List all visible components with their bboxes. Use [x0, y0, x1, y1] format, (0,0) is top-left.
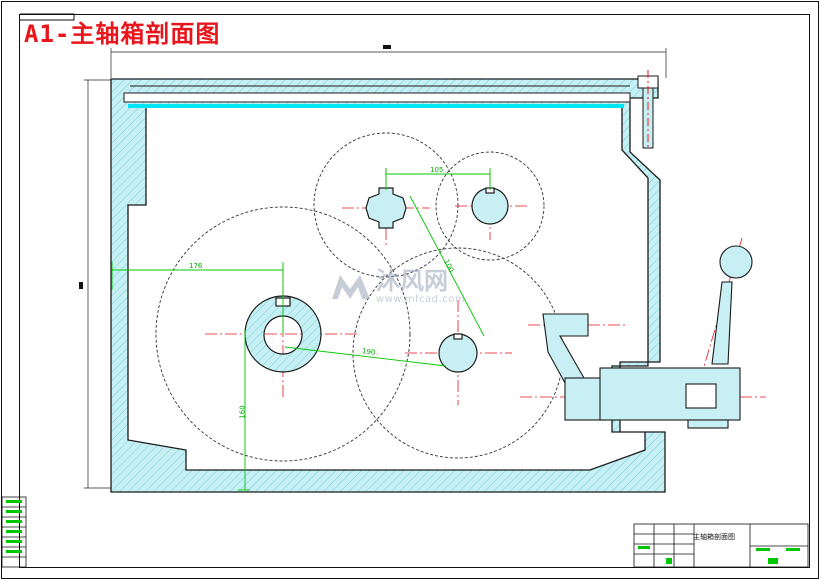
- gear-upper-middle: [313, 132, 459, 278]
- gearbox-housing: [110, 78, 666, 493]
- title-block-drawing-name: 主轴箱剖面图: [693, 533, 735, 541]
- shaft-sections: [244, 187, 509, 373]
- upper-right-shaft: [471, 187, 509, 225]
- revision-block: [1, 496, 27, 568]
- dimension-176: 176: [189, 262, 203, 270]
- cover-plate: [123, 92, 631, 103]
- dimension-160: 160: [238, 405, 247, 419]
- title-block-marks: [638, 546, 800, 564]
- large-shaft-hub: [244, 295, 322, 373]
- gear-circles: [155, 132, 564, 462]
- revision-block-marks: [6, 500, 22, 553]
- title-block: [633, 523, 809, 568]
- gear-upper-right: [435, 151, 545, 261]
- left-marker: [79, 282, 83, 289]
- dimension-105: 105: [430, 166, 444, 174]
- gear-large: [155, 206, 411, 462]
- lower-right-shaft: [438, 333, 478, 373]
- overall-dimensions: [84, 48, 667, 489]
- spline-shaft: [365, 187, 407, 229]
- dimension-190: 190: [361, 347, 376, 357]
- dimension-lines: [111, 168, 491, 491]
- top-bolt: [637, 70, 659, 150]
- shift-lever-assembly: [542, 245, 753, 429]
- top-marker: [383, 45, 391, 49]
- drawing-title: A1-主轴箱剖面图: [24, 20, 221, 48]
